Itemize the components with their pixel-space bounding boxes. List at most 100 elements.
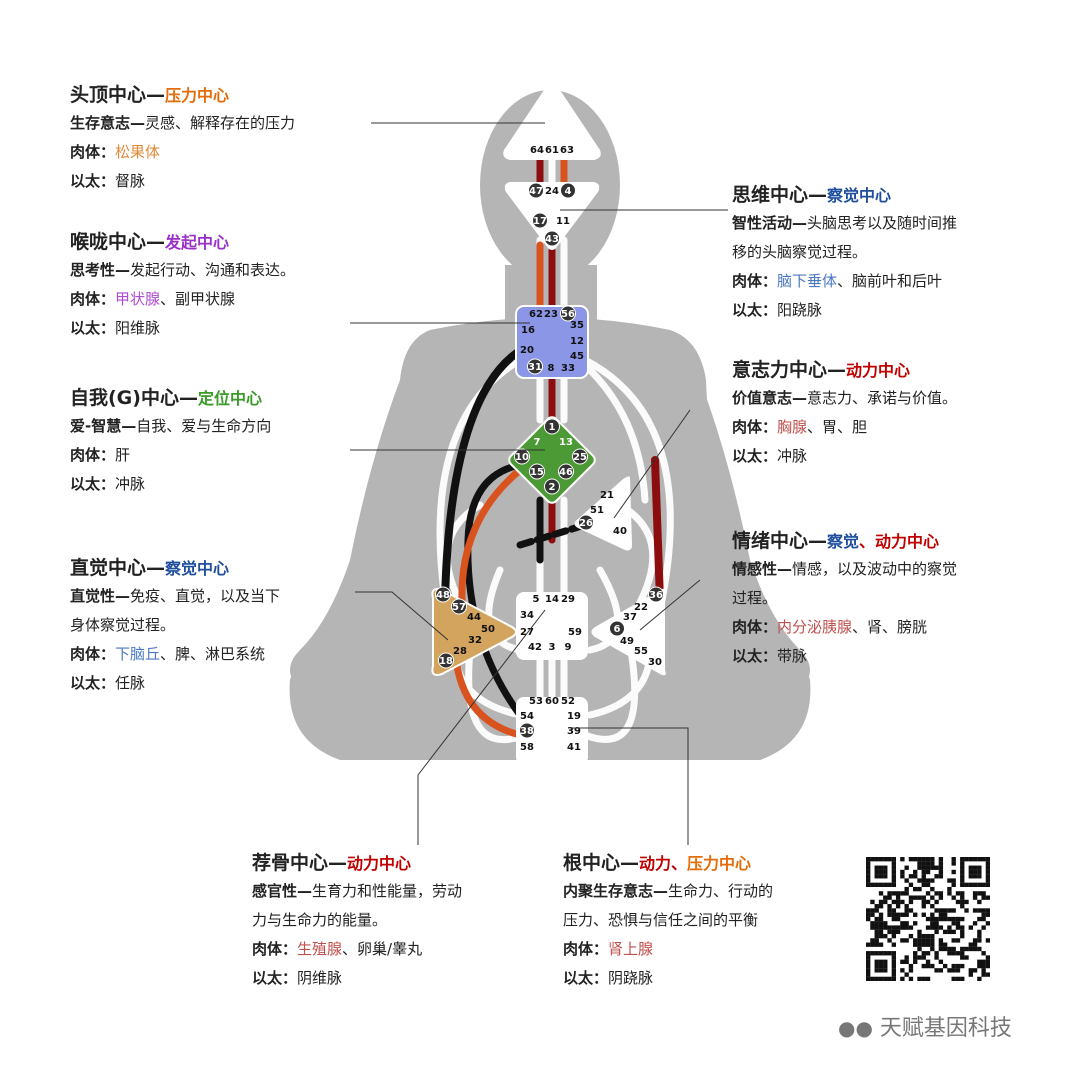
body-organ-link: 生殖腺	[297, 940, 343, 958]
gate-marker	[527, 358, 543, 375]
root-center-dash: —	[620, 852, 640, 874]
root-center-name: 根中心	[563, 852, 621, 874]
line-label: 以太：	[563, 969, 609, 987]
throat-center-line: 肉体：甲状腺、副甲状腺	[70, 285, 370, 314]
gate-49: 49	[620, 636, 634, 647]
gate-marker	[609, 620, 625, 637]
gate-57: 57	[452, 602, 466, 613]
line-label: 肉体：	[70, 446, 116, 464]
line-label: 以太：	[732, 301, 778, 319]
gate-64: 64	[530, 145, 544, 156]
root-center-description: 根中心—动力、压力中心内聚生存意志—生命力、行动的压力、恐惧与信任之间的平衡肉体…	[563, 850, 863, 993]
sacral-center-type: 动力中心	[347, 854, 412, 873]
gate-46: 46	[559, 467, 573, 478]
gate-1: 1	[549, 422, 556, 433]
line-text: 生育力和性能量，劳动	[312, 882, 463, 900]
throat-center-type: 发起中心	[165, 233, 230, 252]
gate-58: 58	[520, 742, 534, 753]
sacral-center-line: 以太：阴维脉	[252, 964, 552, 993]
gate-18: 18	[439, 656, 453, 667]
line-label: 以太：	[70, 475, 116, 493]
throat-center-line: 思考性—发起行动、沟通和表达。	[70, 256, 370, 285]
solar-plexus-center	[591, 588, 666, 676]
line-text: 灵感、解释存在的压力	[145, 114, 296, 132]
head-center-title: 头顶中心—压力中心	[70, 82, 380, 109]
gate-marker	[514, 448, 530, 465]
line-label: 以太：	[732, 447, 778, 465]
line-text: 阳维脉	[115, 319, 161, 337]
sacral-center-line: 感官性—生育力和性能量，劳动	[252, 877, 552, 906]
line-label: 以太：	[70, 172, 116, 190]
sacral-center	[516, 592, 588, 660]
body-organ-link: 甲状腺	[115, 290, 161, 308]
root-center-line: 以太：阴跷脉	[563, 964, 863, 993]
gate-42: 42	[528, 642, 542, 653]
gate-25: 25	[573, 452, 587, 463]
gate-16: 16	[521, 325, 535, 336]
throat-center-dash: —	[146, 231, 166, 253]
gate-15: 15	[530, 467, 544, 478]
head-center-line: 生存意志—灵感、解释存在的压力	[70, 109, 380, 138]
qr-code[interactable]	[866, 857, 990, 981]
gate-marker	[438, 652, 454, 669]
gate-54: 54	[520, 711, 534, 722]
gate-8: 8	[548, 363, 555, 374]
spleen-center-dash: —	[146, 557, 166, 579]
g-center-dash: —	[178, 387, 198, 409]
root-center-line: 压力、恐惧与信任之间的平衡	[563, 906, 863, 935]
gate-marker	[572, 448, 588, 465]
g-center-line: 爱-智慧—自我、爱与生命方向	[70, 412, 370, 441]
gate-marker	[560, 305, 576, 322]
line-text: 生命力、行动的	[668, 882, 774, 900]
throat-center-line: 以太：阳维脉	[70, 314, 370, 343]
line-text: 头脑思考以及随时间推	[807, 214, 958, 232]
gate-17: 17	[533, 216, 547, 227]
ajna-center-line: 智性活动—头脑思考以及随时间推	[732, 209, 1032, 238]
line-label: 肉体：	[70, 143, 116, 161]
g-center-name: 自我(G)中心	[70, 387, 179, 409]
line-text: 、脾、淋巴系统	[160, 645, 266, 663]
line-text: 、肾、膀胱	[852, 618, 928, 636]
gate-35: 35	[570, 320, 584, 331]
g-center-line: 以太：冲脉	[70, 470, 370, 499]
gate-24: 24	[545, 186, 559, 197]
g-center-description: 自我(G)中心—定位中心爱-智慧—自我、爱与生命方向肉体：肝以太：冲脉	[70, 385, 370, 499]
line-label: 肉体：	[732, 272, 778, 290]
line-text: 阴跷脉	[608, 969, 654, 987]
gate-marker	[528, 182, 544, 199]
line-label: 肉体：	[563, 940, 609, 958]
body-organ-link: 松果体	[115, 143, 161, 161]
ego-center-type: 动力中心	[846, 361, 911, 380]
sacral-center-title: 荐骨中心—动力中心	[252, 850, 552, 877]
gate-13: 13	[559, 437, 573, 448]
gate-22: 22	[634, 602, 648, 613]
leader-lines	[350, 122, 728, 845]
gate-26: 26	[579, 518, 593, 529]
line-label: 价值意志—	[732, 389, 808, 407]
gate-59: 59	[568, 627, 582, 638]
line-text: 情感，以及波动中的察觉	[792, 560, 958, 578]
gate-21: 21	[600, 490, 614, 501]
line-label: 肉体：	[70, 645, 116, 663]
gate-37: 37	[623, 612, 637, 623]
head-center-name: 头顶中心	[70, 84, 147, 106]
gate-31: 31	[528, 362, 542, 373]
ajna-center-line: 以太：阳跷脉	[732, 296, 1032, 325]
throat-center-title: 喉咙中心—发起中心	[70, 229, 370, 256]
line-label: 爱-智慧—	[70, 417, 137, 435]
head-center-description: 头顶中心—压力中心生存意志—灵感、解释存在的压力肉体：松果体以太：督脉	[70, 82, 380, 196]
gate-34: 34	[520, 610, 534, 621]
spleen-center-line: 肉体：下脑丘、脾、淋巴系统	[70, 640, 370, 669]
gate-12: 12	[570, 336, 584, 347]
ajna-center-line: 移的头脑察觉过程。	[732, 238, 1032, 267]
solar-plexus-center-description: 情绪中心—察觉、动力中心情感性—情感，以及波动中的察觉过程。肉体：内分泌胰腺、肾…	[732, 528, 1032, 671]
spleen-center-description: 直觉中心—察觉中心直觉性—免疫、直觉，以及当下身体察觉过程。肉体：下脑丘、脾、淋…	[70, 555, 370, 698]
solar-center-dash: —	[808, 530, 828, 552]
g-center	[508, 416, 596, 504]
gate-39: 39	[567, 726, 581, 737]
ego-center-name: 意志力中心	[732, 359, 828, 381]
g-center-line: 肉体：肝	[70, 441, 370, 470]
gate-marker	[558, 463, 574, 480]
ajna-center-dash: —	[808, 184, 828, 206]
